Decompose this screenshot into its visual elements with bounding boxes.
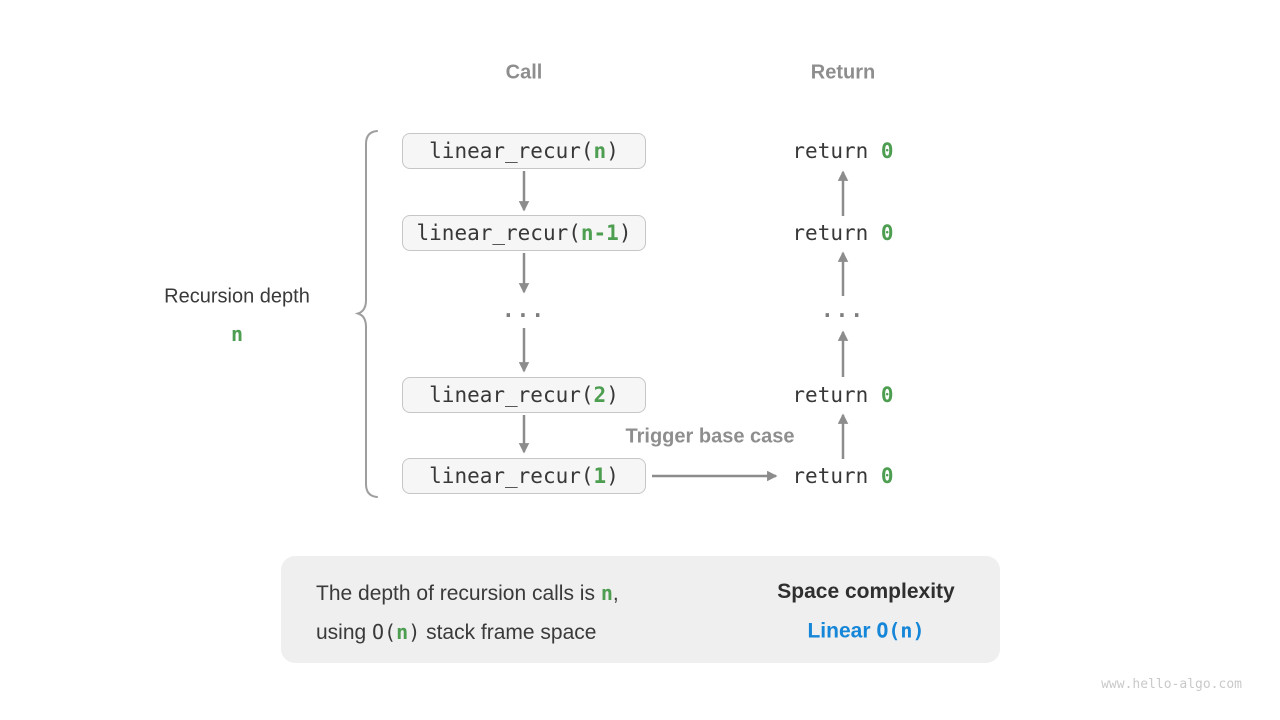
call-frame-n-1: linear_recur(n-1) bbox=[402, 215, 646, 251]
summary-line-2: using O(n) stack frame space bbox=[316, 620, 597, 644]
return-ellipsis: ... bbox=[821, 298, 865, 322]
return-column-header: Return bbox=[810, 61, 876, 84]
trigger-base-case-label: Trigger base case bbox=[625, 425, 795, 448]
call-frame-n: linear_recur(n) bbox=[402, 133, 646, 169]
call-column-header: Call bbox=[505, 61, 543, 84]
return-statement-2: return 0 bbox=[792, 221, 894, 245]
call-frame-code: linear_recur(n) bbox=[429, 139, 619, 163]
space-complexity-title: Space complexity bbox=[777, 580, 955, 603]
call-frame-code: linear_recur(2) bbox=[429, 383, 619, 407]
recursion-depth-label: Recursion depth bbox=[164, 285, 310, 308]
call-frame-2: linear_recur(2) bbox=[402, 377, 646, 413]
call-ellipsis: ... bbox=[502, 298, 546, 322]
call-frame-code: linear_recur(1) bbox=[429, 464, 619, 488]
return-statement-3: return 0 bbox=[792, 383, 894, 407]
return-statement-1: return 0 bbox=[792, 139, 894, 163]
summary-line-1: The depth of recursion calls is n, bbox=[316, 581, 619, 605]
website-watermark: www.hello-algo.com bbox=[1101, 677, 1242, 692]
call-frame-code: linear_recur(n-1) bbox=[416, 221, 632, 245]
space-complexity-value: Linear O(n) bbox=[807, 618, 925, 643]
return-statement-4: return 0 bbox=[792, 464, 894, 488]
recursion-depth-value: n bbox=[230, 322, 244, 346]
summary-panel bbox=[281, 556, 1000, 663]
depth-brace bbox=[354, 130, 378, 498]
call-frame-1: linear_recur(1) bbox=[402, 458, 646, 494]
